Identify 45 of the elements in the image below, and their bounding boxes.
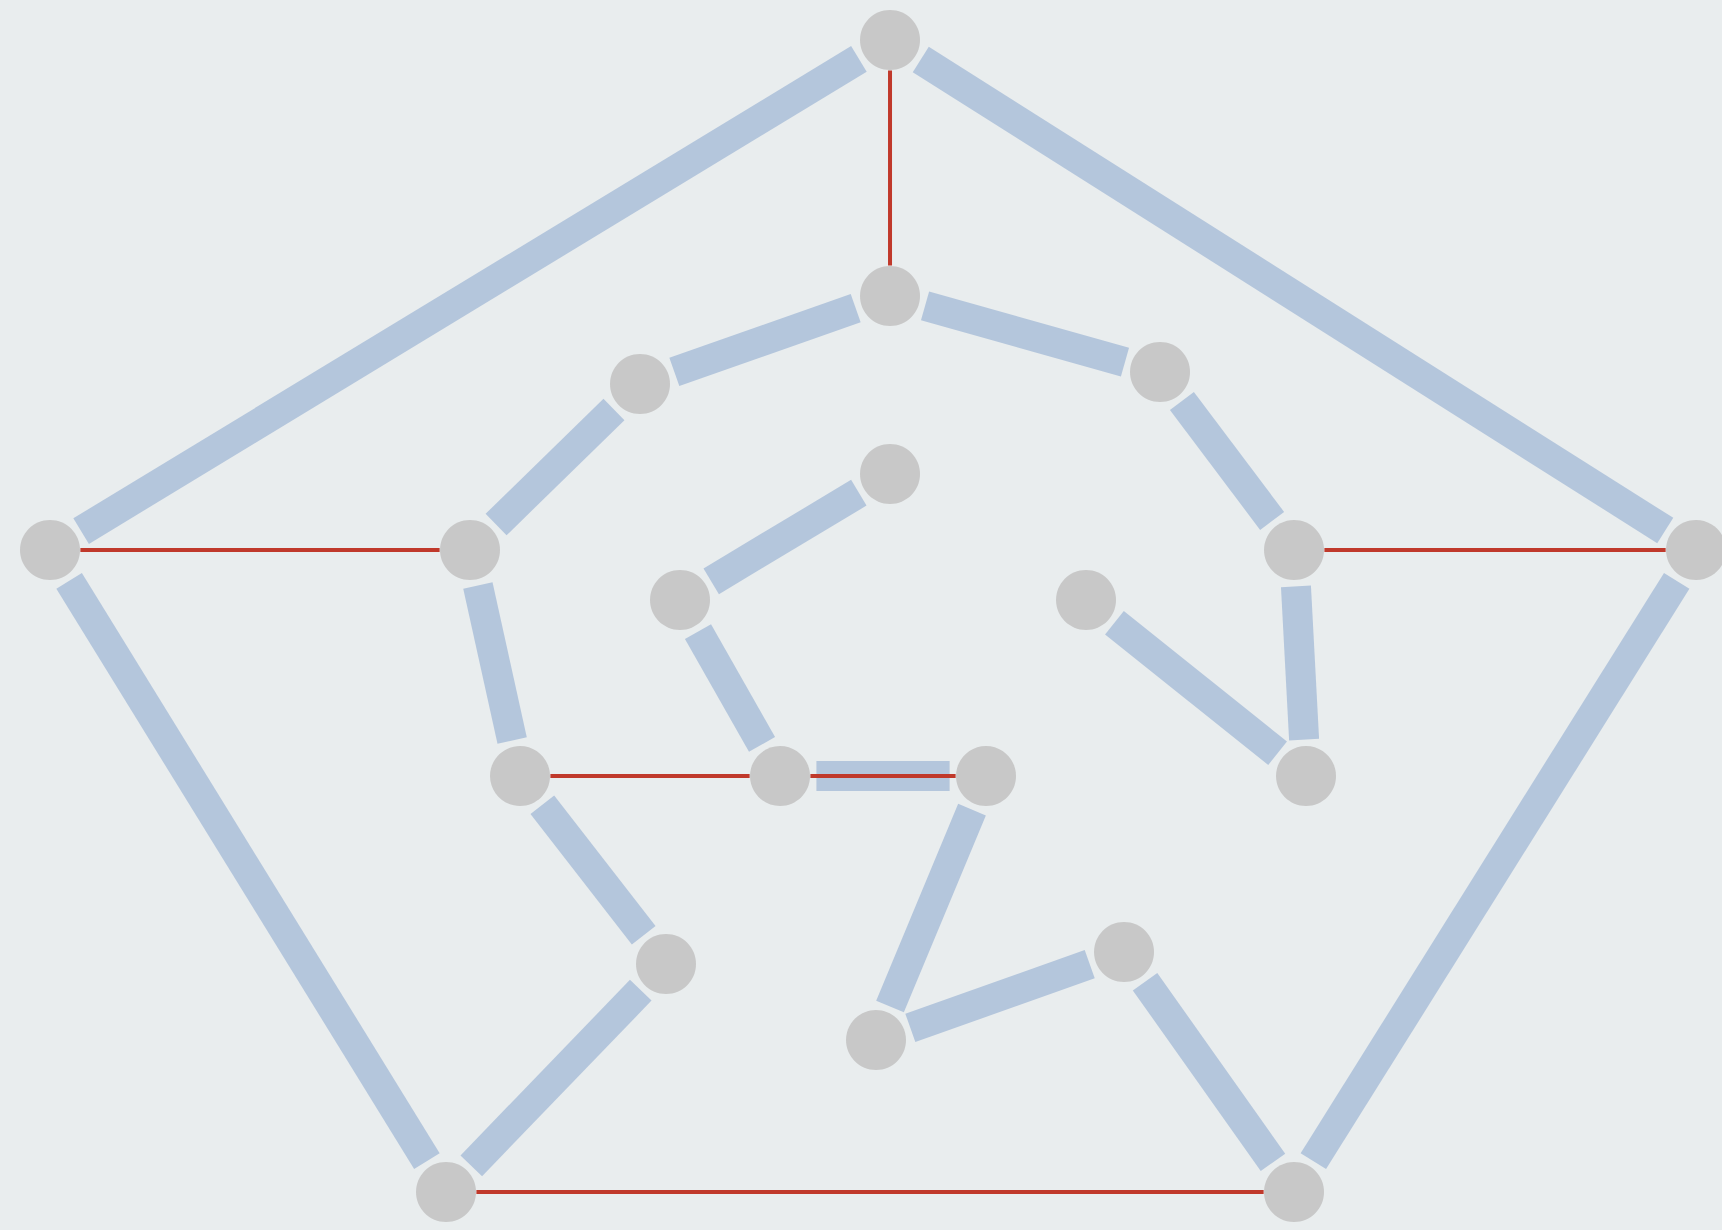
graph-edge: [550, 774, 750, 778]
graph-vertex: [860, 10, 920, 70]
graph-edge: [80, 548, 440, 552]
graph-vertex: [636, 934, 696, 994]
graph-edge: [920, 291, 1130, 377]
graph-edge: [669, 293, 861, 387]
graph-vertex: [1056, 570, 1116, 630]
graph-vertex: [416, 1162, 476, 1222]
graph-edge: [905, 950, 1095, 1042]
graph-edge: [1324, 548, 1666, 552]
graph-edge: [56, 573, 440, 1169]
graph-edge: [1280, 585, 1320, 741]
graph-vertex: [956, 746, 1016, 806]
graph-edge: [1132, 973, 1286, 1171]
graph-edge: [703, 479, 867, 595]
graph-vertex: [490, 746, 550, 806]
graph-vertex: [20, 520, 80, 580]
graph-edge: [1169, 392, 1285, 530]
graph-vertex: [860, 266, 920, 326]
graph-edge: [1300, 572, 1690, 1170]
graph-vertex: [1264, 1162, 1324, 1222]
graph-vertex: [1276, 746, 1336, 806]
graph-edge: [1105, 611, 1287, 765]
graph-vertex: [1130, 342, 1190, 402]
graph-vertex: [650, 570, 710, 630]
graph-vertex: [1264, 520, 1324, 580]
graph-vertex: [860, 444, 920, 504]
graph-edge: [810, 774, 956, 778]
graph-edge: [463, 582, 527, 744]
graph-edge: [816, 761, 950, 791]
graph-edge: [876, 803, 986, 1013]
graph-vertex: [1094, 922, 1154, 982]
graph-edge: [912, 46, 1674, 544]
graph-vertex: [846, 1010, 906, 1070]
graph-edge: [476, 1190, 1264, 1194]
graph-vertex: [440, 520, 500, 580]
graph-edge: [530, 795, 656, 945]
graph-edge: [73, 46, 867, 544]
graph-edge: [460, 979, 652, 1177]
graph-edge: [684, 624, 776, 752]
graph-vertex: [610, 354, 670, 414]
graph-edge: [485, 398, 625, 536]
graph-edge: [888, 70, 892, 266]
graph-vertex: [750, 746, 810, 806]
graph-vertex: [1666, 520, 1722, 580]
